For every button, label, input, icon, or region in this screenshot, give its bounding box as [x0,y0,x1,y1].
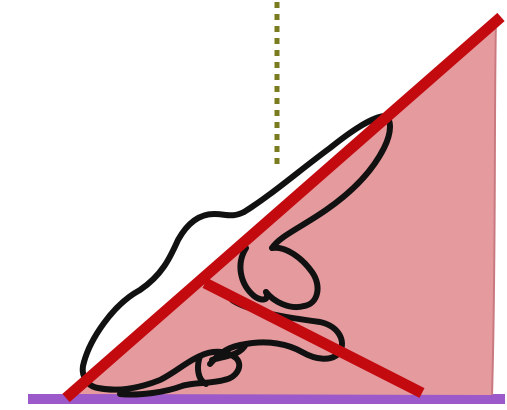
hand-angle-diagram [0,0,507,410]
diagram-canvas [0,0,507,410]
